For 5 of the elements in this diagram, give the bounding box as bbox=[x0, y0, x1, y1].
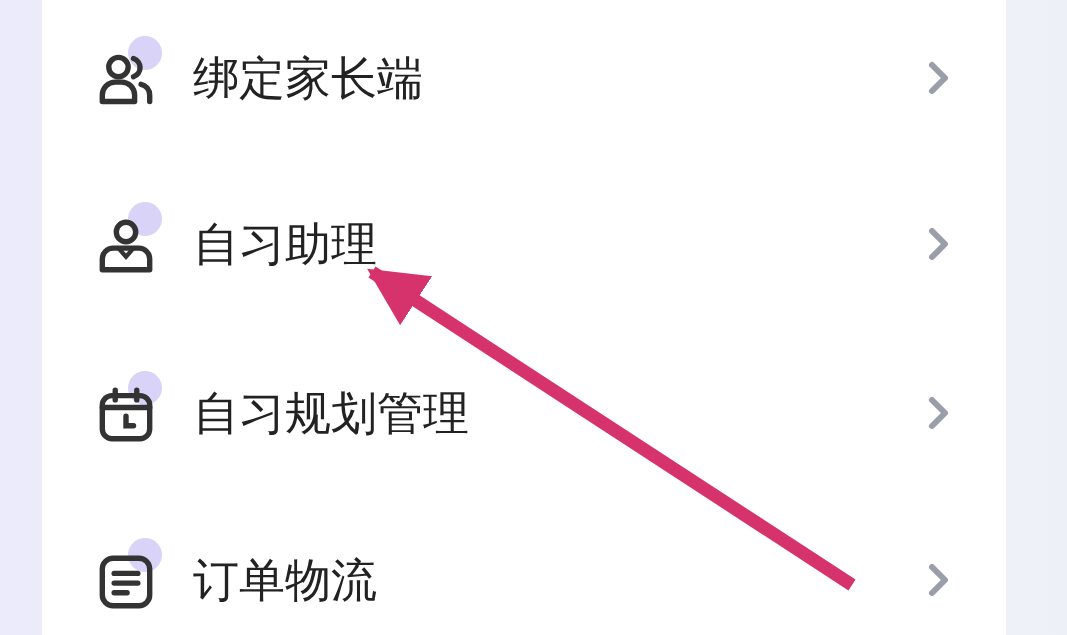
menu-label: 绑定家长端 bbox=[193, 50, 423, 106]
menu-label: 订单物流 bbox=[193, 552, 377, 608]
menu-label: 自习规划管理 bbox=[193, 385, 469, 441]
menu-label: 自习助理 bbox=[193, 216, 377, 272]
arrow bbox=[367, 266, 856, 591]
